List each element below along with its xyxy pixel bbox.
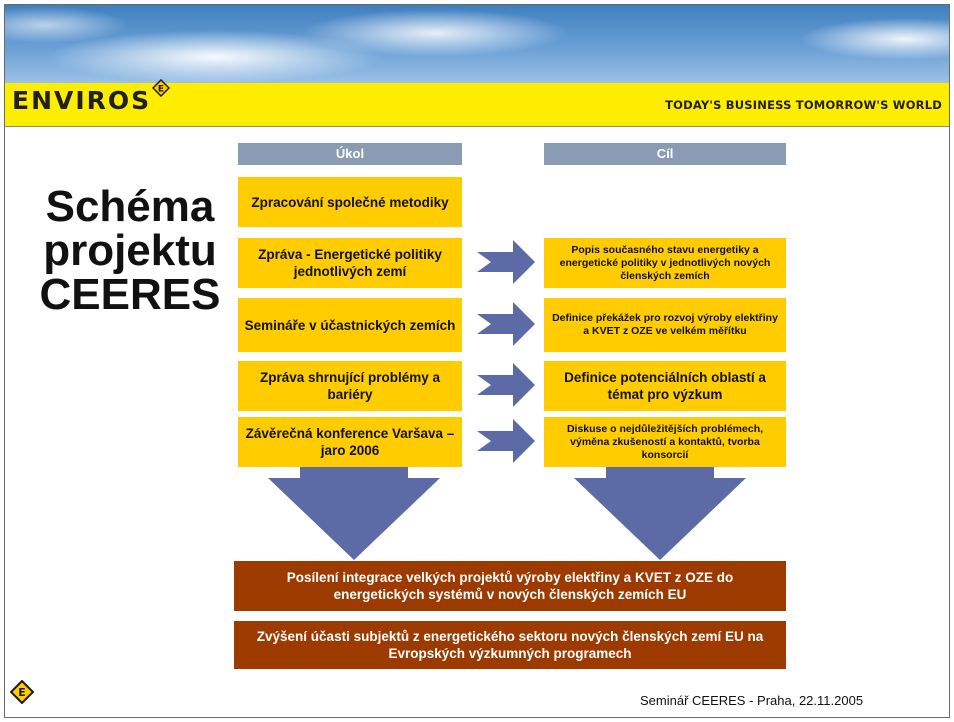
goal-box-1: Popis současného stavu energetiky a ener… bbox=[544, 238, 786, 288]
svg-text:E: E bbox=[158, 85, 164, 95]
goal-box-3: Definice potenciálních oblastí a témat p… bbox=[544, 361, 786, 411]
task-box-4: Zpráva shrnující problémy a bariéry bbox=[238, 361, 462, 411]
column-header-task: Úkol bbox=[238, 143, 462, 165]
slide-title: Schéma projektu CEERES bbox=[30, 185, 230, 317]
goal-box-4: Diskuse o nejdůležitějších problémech, v… bbox=[544, 417, 786, 467]
footer-caption: Seminář CEERES - Praha, 22.11.2005 bbox=[640, 693, 864, 708]
tagline: TODAY'S BUSINESS TOMORROW'S WORLD bbox=[665, 98, 942, 112]
enviros-e-icon: E bbox=[152, 79, 170, 97]
right-arrow-2 bbox=[477, 302, 535, 346]
title-line: Schéma bbox=[45, 182, 215, 231]
result-box-2: Zvýšení účasti subjektů z energetického … bbox=[234, 621, 786, 669]
right-arrow-1 bbox=[477, 240, 535, 284]
task-box-2: Zpráva - Energetické politiky jednotlivý… bbox=[238, 238, 462, 288]
column-header-goal: Cíl bbox=[544, 143, 786, 165]
enviros-logo: ENVIROS bbox=[12, 86, 152, 115]
result-box-1: Posílení integrace velkých projektů výro… bbox=[234, 561, 786, 611]
goal-column-down-arrow bbox=[574, 462, 746, 560]
right-arrow-3 bbox=[477, 363, 535, 407]
task-box-3: Semináře v účastnických zemích bbox=[238, 298, 462, 352]
task-column-down-arrow bbox=[268, 462, 440, 560]
task-box-5: Závěrečná konference Varšava – jaro 2006 bbox=[238, 417, 462, 467]
svg-text:E: E bbox=[18, 686, 26, 699]
title-line: CEERES bbox=[39, 270, 221, 319]
task-box-1: Zpracování společné metodiky bbox=[238, 177, 462, 227]
right-arrow-4 bbox=[477, 419, 535, 463]
goal-box-2: Definice překážek pro rozvoj výroby elek… bbox=[544, 298, 786, 352]
enviros-footer-logo-icon: E bbox=[10, 680, 34, 704]
title-line: projektu bbox=[43, 226, 217, 275]
sky-banner bbox=[5, 5, 949, 83]
